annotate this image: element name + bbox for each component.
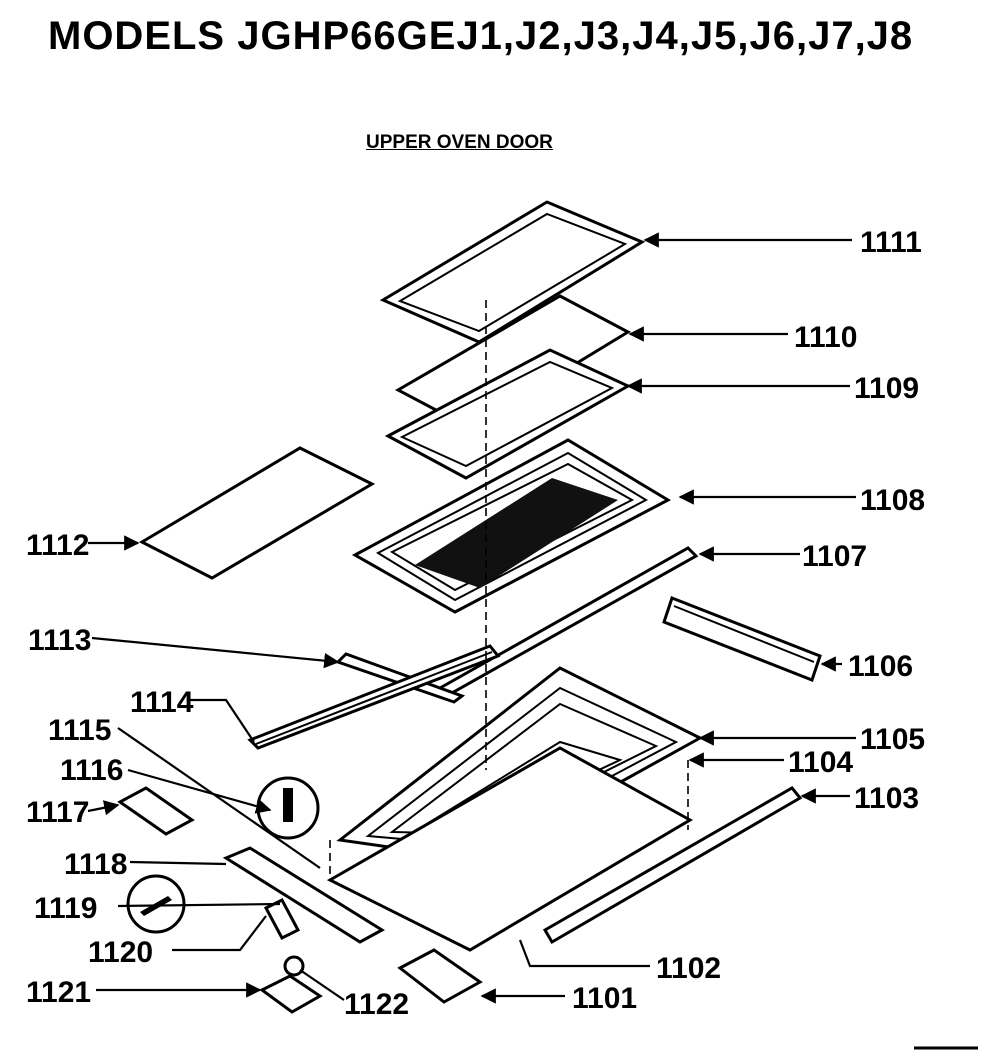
callout-1121: 1121 <box>26 976 91 1009</box>
part-1121 <box>259 974 323 1014</box>
part-1101-outer-panel <box>326 746 694 952</box>
callout-1116: 1116 <box>60 754 123 787</box>
part-1119-detail <box>126 874 186 934</box>
part-1120 <box>263 898 301 940</box>
callout-1113: 1113 <box>28 624 91 657</box>
part-1118-rail <box>222 846 385 944</box>
callout-1117: 1117 <box>26 796 89 829</box>
section-title: UPPER OVEN DOOR <box>366 132 553 153</box>
callout-1106: 1106 <box>848 650 913 683</box>
callout-1107: 1107 <box>802 540 867 573</box>
part-1108-window-frame <box>351 438 672 614</box>
callout-1112: 1112 <box>26 529 89 562</box>
callout-1114: 1114 <box>130 686 194 719</box>
part-1122 <box>283 955 305 977</box>
callout-1108: 1108 <box>860 484 925 517</box>
callout-1118: 1118 <box>64 848 127 881</box>
callout-1120: 1120 <box>88 936 153 969</box>
part-1111-gasket <box>379 200 646 344</box>
part-1101-handle <box>397 948 483 1004</box>
part-1114-channel <box>247 644 501 750</box>
callout-1110: 1110 <box>794 321 857 354</box>
callout-1101: 1101 <box>572 982 637 1015</box>
part-1112-panel <box>138 446 376 580</box>
callout-1119: 1119 <box>34 892 97 925</box>
callout-1115: 1115 <box>48 714 111 747</box>
callout-1103: 1103 <box>854 782 919 815</box>
part-1117-bracket <box>117 786 195 836</box>
callout-1109: 1109 <box>854 372 919 405</box>
callout-1111: 1111 <box>860 226 922 259</box>
callout-1104: 1104 <box>788 746 853 779</box>
callout-1122: 1122 <box>344 988 409 1021</box>
page-title: MODELS JGHP66GEJ1,J2,J3,J4,J5,J6,J7,J8 <box>48 14 914 58</box>
callout-1105: 1105 <box>860 723 925 756</box>
part-1106-bracket <box>662 596 822 682</box>
part-1103-trim <box>542 786 803 945</box>
callout-1102: 1102 <box>656 952 721 985</box>
part-1115-1116-detail <box>256 776 320 840</box>
